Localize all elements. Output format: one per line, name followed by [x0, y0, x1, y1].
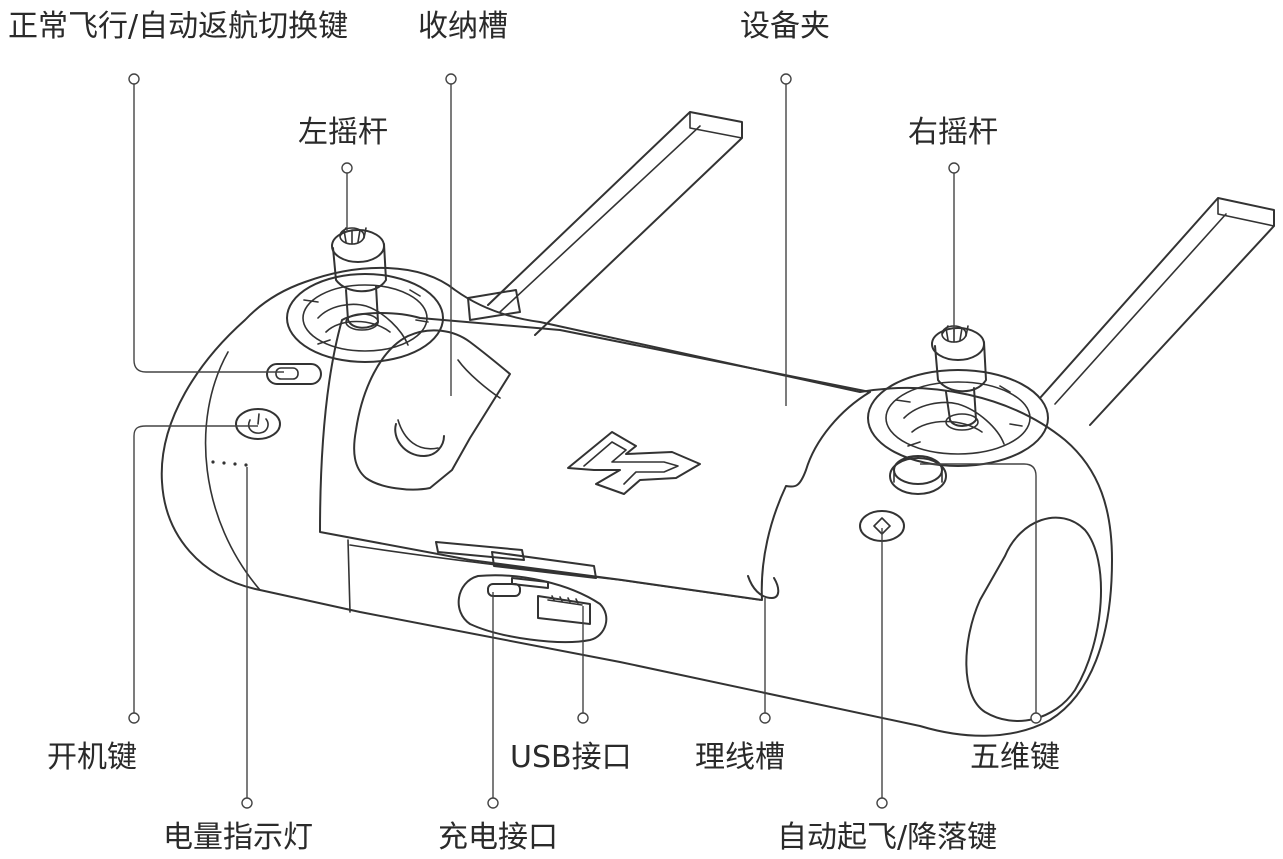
mode-switch	[266, 363, 322, 385]
charging-port-opening	[487, 583, 521, 597]
right-joystick	[867, 325, 1049, 467]
anchor-five-way-key	[1030, 712, 1042, 724]
anchor-usb-port	[577, 712, 589, 724]
anchor-charging-port	[487, 797, 499, 809]
usb-port-opening	[537, 595, 591, 625]
label-device-clamp: 设备夹	[740, 9, 830, 44]
label-cable-slot: 理线槽	[695, 740, 785, 775]
anchor-left-stick	[341, 162, 353, 174]
label-takeoff-landing-key: 自动起飞/降落键	[777, 820, 997, 855]
label-five-way-key: 五维键	[970, 740, 1060, 775]
label-charging-port: 充电接口	[438, 820, 558, 855]
anchor-right-stick	[948, 162, 960, 174]
label-right-stick: 右摇杆	[908, 115, 998, 150]
right-clamp-arm	[1039, 197, 1275, 426]
anchor-mode-switch	[128, 73, 140, 85]
anchor-storage-slot	[445, 73, 457, 85]
battery-indicator-dots	[211, 460, 248, 467]
label-battery-indicator: 电量指示灯	[163, 820, 313, 855]
body-shell	[160, 266, 1113, 737]
anchor-cable-slot	[759, 712, 771, 724]
anchor-battery-indicator	[241, 797, 253, 809]
anchor-takeoff-landing-key	[876, 797, 888, 809]
label-storage-slot: 收纳槽	[418, 9, 508, 44]
five-way-key	[889, 455, 947, 495]
left-joystick	[286, 227, 444, 363]
storage-slot	[353, 329, 511, 491]
anchor-power-button	[128, 712, 140, 724]
labels: 正常飞行/自动返航切换键 收纳槽 设备夹 左摇杆 右摇杆 开机键 电量指示灯 U…	[8, 9, 1060, 855]
label-power-button: 开机键	[47, 740, 137, 775]
label-mode-switch: 正常飞行/自动返航切换键	[8, 9, 348, 44]
port-recess	[457, 574, 608, 643]
label-left-stick: 左摇杆	[298, 115, 388, 150]
left-clamp-arm	[467, 111, 743, 336]
leader-lines	[128, 73, 1042, 809]
anchor-device-clamp	[780, 73, 792, 85]
clamp-hinge	[435, 541, 597, 589]
right-grip	[965, 516, 1103, 722]
controller-body	[160, 111, 1275, 737]
power-button	[235, 408, 281, 440]
label-usb-port: USB接口	[510, 740, 632, 775]
logo-emblem	[567, 431, 701, 495]
